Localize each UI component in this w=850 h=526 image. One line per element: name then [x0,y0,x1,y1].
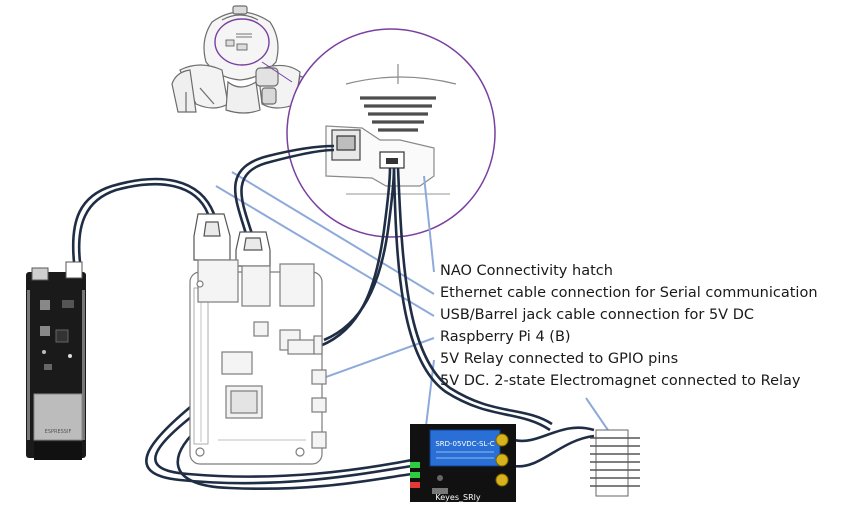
rj45-plugs [193,213,271,267]
label-usb-barrel-cable: USB/Barrel jack cable connection for 5V … [440,307,754,323]
hatch-highlight-small [214,18,270,66]
label-ethernet-cable: Ethernet cable connection for Serial com… [440,285,818,301]
relay-module: SRD-05VDC-SL-C Keyes_SRly [410,424,516,502]
relay-name-label: Keyes_SRly [435,493,480,502]
electromagnet [590,429,640,497]
zoom-connector [261,61,293,83]
cables [71,144,595,490]
label-raspberry-pi: Raspberry Pi 4 (B) [440,329,571,345]
leader-usb [215,185,435,317]
esp32-board: ESPRESSIF [26,261,86,460]
label-nao-hatch: NAO Connectivity hatch [440,263,613,279]
raspberry-pi-board [189,259,327,465]
label-relay: 5V Relay connected to GPIO pins [440,351,679,367]
relay-part-text: SRD-05VDC-SL-C [435,440,494,448]
hatch-small-detail [225,33,252,51]
label-electromagnet: 5V DC. 2-state Electromagnet connected t… [440,373,801,389]
leader-hatch [423,175,435,273]
nao-robot [171,5,313,114]
esp32-module-text: ESPRESSIF [45,429,72,435]
hatch-zoom-drawing [325,64,457,195]
